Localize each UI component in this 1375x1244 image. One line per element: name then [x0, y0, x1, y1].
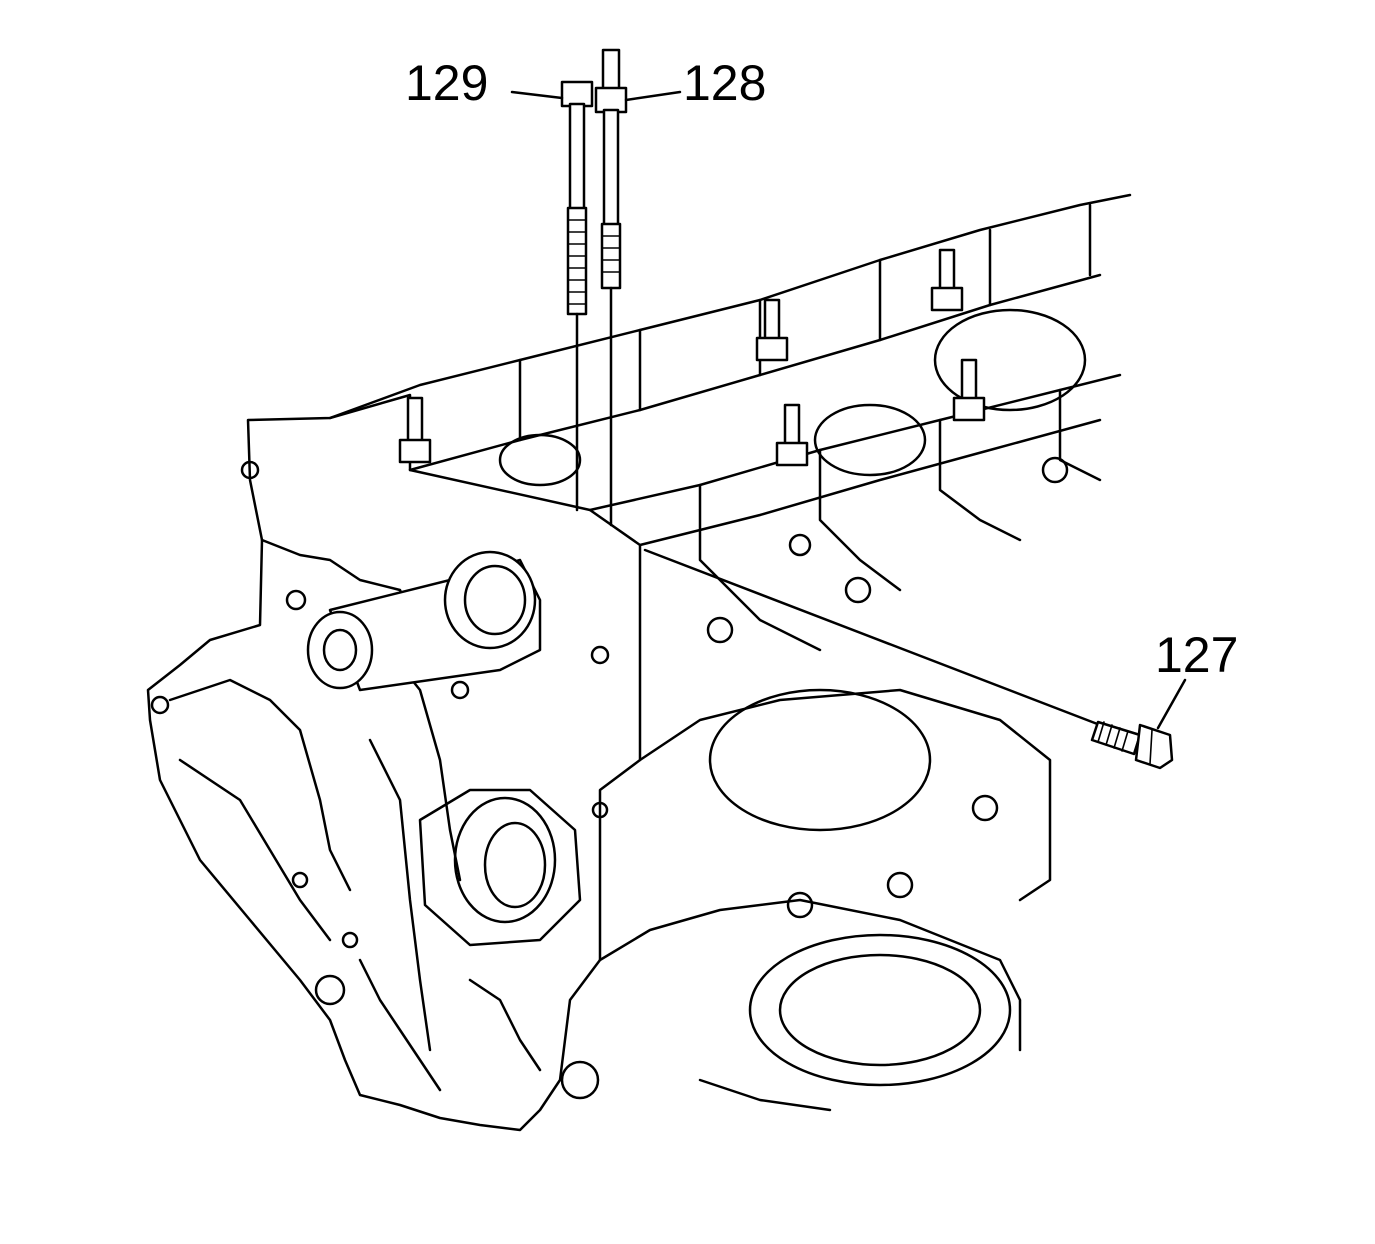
- callout-127: 127: [1155, 627, 1239, 683]
- oil-passage-boss: [418, 788, 582, 947]
- leader-127: [1156, 678, 1187, 730]
- cylinder-bank-right: [598, 688, 1052, 1112]
- callout-128: 128: [683, 55, 767, 111]
- bolt-holes: [150, 456, 1069, 1100]
- leader-lines: [510, 90, 1187, 730]
- leader-129: [510, 90, 564, 100]
- bolt-128-threads: [601, 235, 621, 273]
- block-front-face: [146, 393, 642, 1132]
- leader-128: [624, 90, 682, 102]
- bolt-128: [594, 48, 628, 527]
- bolt-127-threads: [1097, 721, 1129, 752]
- bolt-127: [643, 548, 1174, 770]
- bolt-129: [560, 80, 594, 512]
- cap-studs: [398, 248, 986, 467]
- bolt-129-threads: [567, 219, 587, 305]
- crankshaft-flange: [306, 550, 542, 692]
- callout-129: 129: [405, 55, 489, 111]
